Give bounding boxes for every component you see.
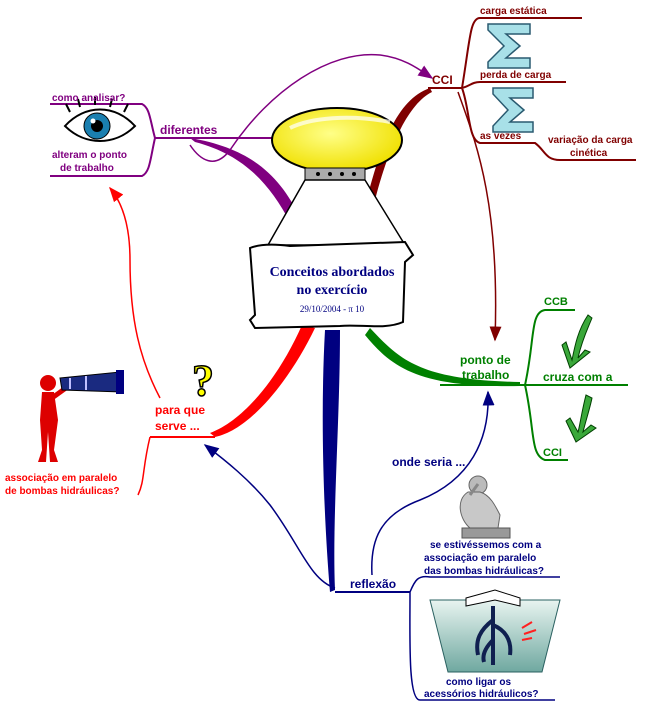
thinker-statue-icon [459,475,511,539]
branch-ponto-trunk [365,328,520,387]
label-se-estivessemos-line2: associação em paralelo [424,553,536,564]
label-paraque-line2: serve ... [155,419,200,433]
paraque-fork [137,436,151,496]
lamp-icon [266,107,407,246]
label-se-estivessemos-line3: das bombas hidráulicas? [424,566,544,577]
label-ponto-line1: ponto de [460,353,511,367]
branch-paraque-trunk [210,325,315,437]
label-carga-estatica: carga estática [480,6,547,17]
branch-reflexao-trunk [322,330,340,592]
label-alteram-line2: de trabalho [60,163,114,174]
label-associacao-line1: associação em paralelo [5,473,117,484]
reflexao-arrow-to-ponto [371,390,495,576]
central-date: 29/10/2004 - π 10 [300,304,365,314]
label-cruza-com-a: cruza com a [543,370,613,384]
eye-icon [63,97,137,142]
diferentes-fork [50,103,156,177]
check-arrow-icon-2 [565,394,597,443]
svg-text:?: ? [192,356,214,405]
check-arrow-icon [561,314,593,369]
label-variacao-line1: variação da carga [548,135,633,146]
label-ccb: CCB [544,296,568,308]
label-como-ligar-line2: acessórios hidráulicos? [424,689,539,700]
reflexao-arrow-to-paraque [203,444,336,589]
sigma-icon [487,23,531,69]
reflexao-fork [409,575,560,701]
label-cci: CCI [432,73,453,87]
ponto-fork [524,309,628,461]
label-diferentes: diferentes [160,123,218,137]
cci-arrow-to-ponto [457,91,502,342]
branch-cci-trunk [367,88,432,200]
label-variacao-line2: cinética [570,148,608,159]
question-mark-icon: ? [191,355,215,406]
label-como-analisar: como analisar? [52,93,125,104]
telescope-person-icon [38,370,124,462]
label-alteram-line1: alteram o ponto [52,150,127,161]
label-paraque-line1: para que [155,403,205,417]
label-as-vezes: as vezes [480,131,522,142]
diferentes-arrow-to-cci [189,53,434,162]
label-se-estivessemos-line1: se estivéssemos com a [430,540,542,551]
central-title-line1: Conceitos abordados [270,265,395,280]
sigma-icon-2 [492,87,534,133]
label-reflexao: reflexão [350,577,396,591]
book-tree-icon [429,589,561,673]
label-perda-de-carga: perda de carga [480,70,552,81]
central-topic-box [248,240,415,330]
label-associacao-line2: de bombas hidráulicas? [5,486,119,497]
label-cci-green: CCI [543,447,562,459]
label-como-ligar-line1: como ligar os [446,677,511,688]
paraque-arrow-to-diferentes [109,186,161,399]
label-ponto-line2: trabalho [462,368,509,382]
label-onde-seria: onde seria ... [392,455,465,469]
cci-fork [461,17,636,161]
central-title-line2: no exercício [297,283,368,298]
